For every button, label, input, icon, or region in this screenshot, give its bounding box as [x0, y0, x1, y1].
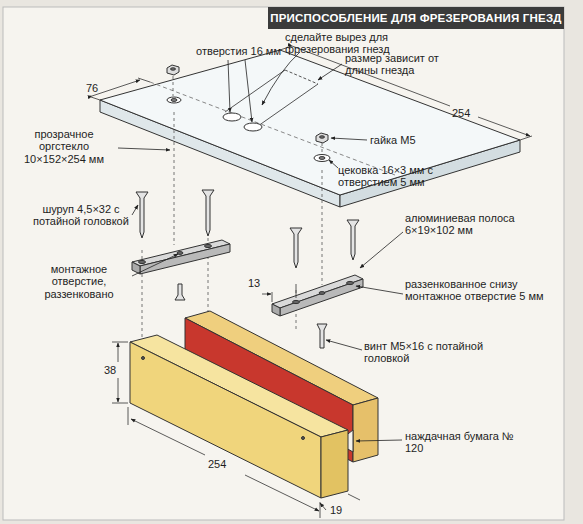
dimension-line — [112, 342, 360, 518]
part-label: размер зависит от длины гнезда — [345, 52, 463, 77]
dimension-value: 254 — [208, 458, 226, 470]
wood-block — [130, 335, 348, 498]
part-label: прозрачное оргстекло 10×152×254 мм — [10, 128, 118, 165]
title-bar: ПРИСПОСОБЛЕНИЕ ДЛЯ ФРЕЗЕРОВАНИЯ ГНЕЗД — [268, 7, 564, 29]
screw — [136, 190, 359, 348]
part-label: шуруп 4,5×32 с потайной головкой — [30, 203, 132, 228]
part-label: отверстия 16 мм — [196, 45, 281, 57]
panel — [3, 7, 564, 520]
acrylic-plate — [100, 50, 520, 207]
dimension-value: 19 — [330, 504, 342, 516]
leader-line — [118, 52, 403, 441]
aluminium-strip — [132, 240, 363, 316]
part-label: наждачная бумага № 120 — [405, 430, 525, 455]
dimension-line — [88, 46, 532, 140]
part-label: винт М5×16 с потайной головкой — [364, 340, 499, 365]
part-label: гайка М5 — [370, 134, 416, 146]
title: ПРИСПОСОБЛЕНИЕ ДЛЯ ФРЕЗЕРОВАНИЯ ГНЕЗД — [270, 12, 561, 24]
dimension-value: 38 — [104, 364, 116, 376]
part-label: раззенкованное снизу монтажное отверстие… — [405, 278, 555, 303]
dimension-value: 254 — [452, 107, 470, 119]
part-label: монтажное отверстие, раззенковано — [26, 263, 132, 300]
dimension-value: 13 — [248, 277, 260, 289]
nut — [167, 65, 328, 143]
dimension-value: 76 — [86, 82, 98, 94]
part-label: алюминиевая полоса 6×19×102 мм — [405, 212, 525, 237]
part-label: сделайте вырез для фрезерования гнезд — [285, 31, 425, 56]
alignment-line — [142, 76, 322, 340]
part-label: цековка 16×3 мм с отверстием 5 мм — [338, 164, 463, 189]
